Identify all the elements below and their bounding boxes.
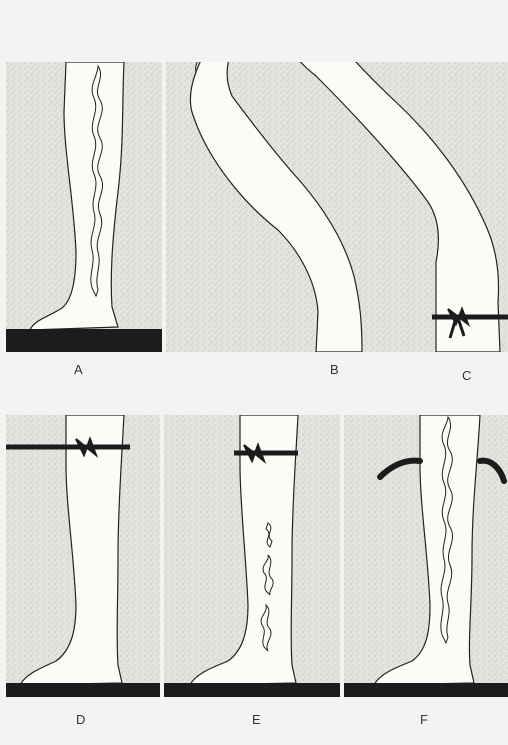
panel-label-e: E [252,712,261,727]
panel-f [344,415,508,697]
floor-line [6,329,162,352]
panel-label-c: C [462,368,472,383]
panel-label-b: B [330,362,339,377]
panel-a [6,62,162,352]
panel-e [164,415,340,697]
panel-label-a: A [74,362,83,377]
panel-label-f: F [420,712,428,727]
panel-b-c [166,62,508,352]
floor-line [344,683,508,697]
floor-line [6,683,160,697]
panel-label-d: D [76,712,86,727]
panel-d [6,415,160,697]
floor-line [164,683,340,697]
